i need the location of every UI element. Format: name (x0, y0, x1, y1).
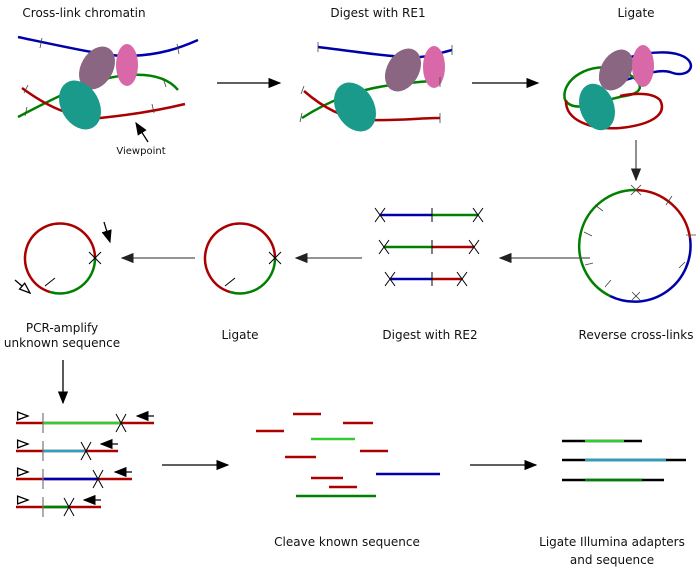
label-ligate1: Ligate (617, 6, 654, 20)
label-cleave: Cleave known sequence (274, 535, 420, 549)
label-digest-re2: Digest with RE2 (382, 328, 477, 342)
purple-protein (78, 46, 116, 90)
label-crosslink: Cross-link chromatin (22, 6, 145, 20)
panel-pcr: PCR-amplify unknown sequence (4, 221, 120, 350)
viewpoint-arrow (135, 121, 149, 143)
label-pcr-2: unknown sequence (4, 336, 120, 350)
label-digest-re1: Digest with RE1 (330, 6, 425, 20)
reverse-primer-arrow (101, 221, 112, 244)
label-ligate2: Ligate (221, 328, 258, 342)
pcr-products (16, 410, 154, 517)
label-illumina-2: and sequence (570, 553, 654, 567)
teal-protein (59, 80, 101, 130)
label-pcr-1: PCR-amplify (26, 321, 98, 335)
adapter-ligated-fragments: Ligate Illumina adapters and sequence (539, 439, 686, 567)
cleaved-fragments: Cleave known sequence (256, 412, 440, 549)
pink-protein (116, 44, 138, 86)
label-reverse: Reverse cross-links (579, 328, 694, 342)
panel-ligate2: Ligate (203, 222, 282, 342)
label-illumina-1: Ligate Illumina adapters (539, 535, 685, 549)
panel-ligate: Ligate (563, 6, 693, 131)
panel-reverse-crosslinks: Reverse cross-links (577, 184, 696, 342)
panel-crosslink: Cross-link chromatin Viewpoint (17, 6, 199, 157)
label-viewpoint: Viewpoint (116, 146, 165, 157)
forward-primer-arrow (14, 279, 30, 293)
panel-digest-re1: Digest with RE1 (299, 6, 453, 132)
red-fragment (21, 86, 186, 120)
panel-digest-re2: Digest with RE2 (374, 207, 484, 342)
